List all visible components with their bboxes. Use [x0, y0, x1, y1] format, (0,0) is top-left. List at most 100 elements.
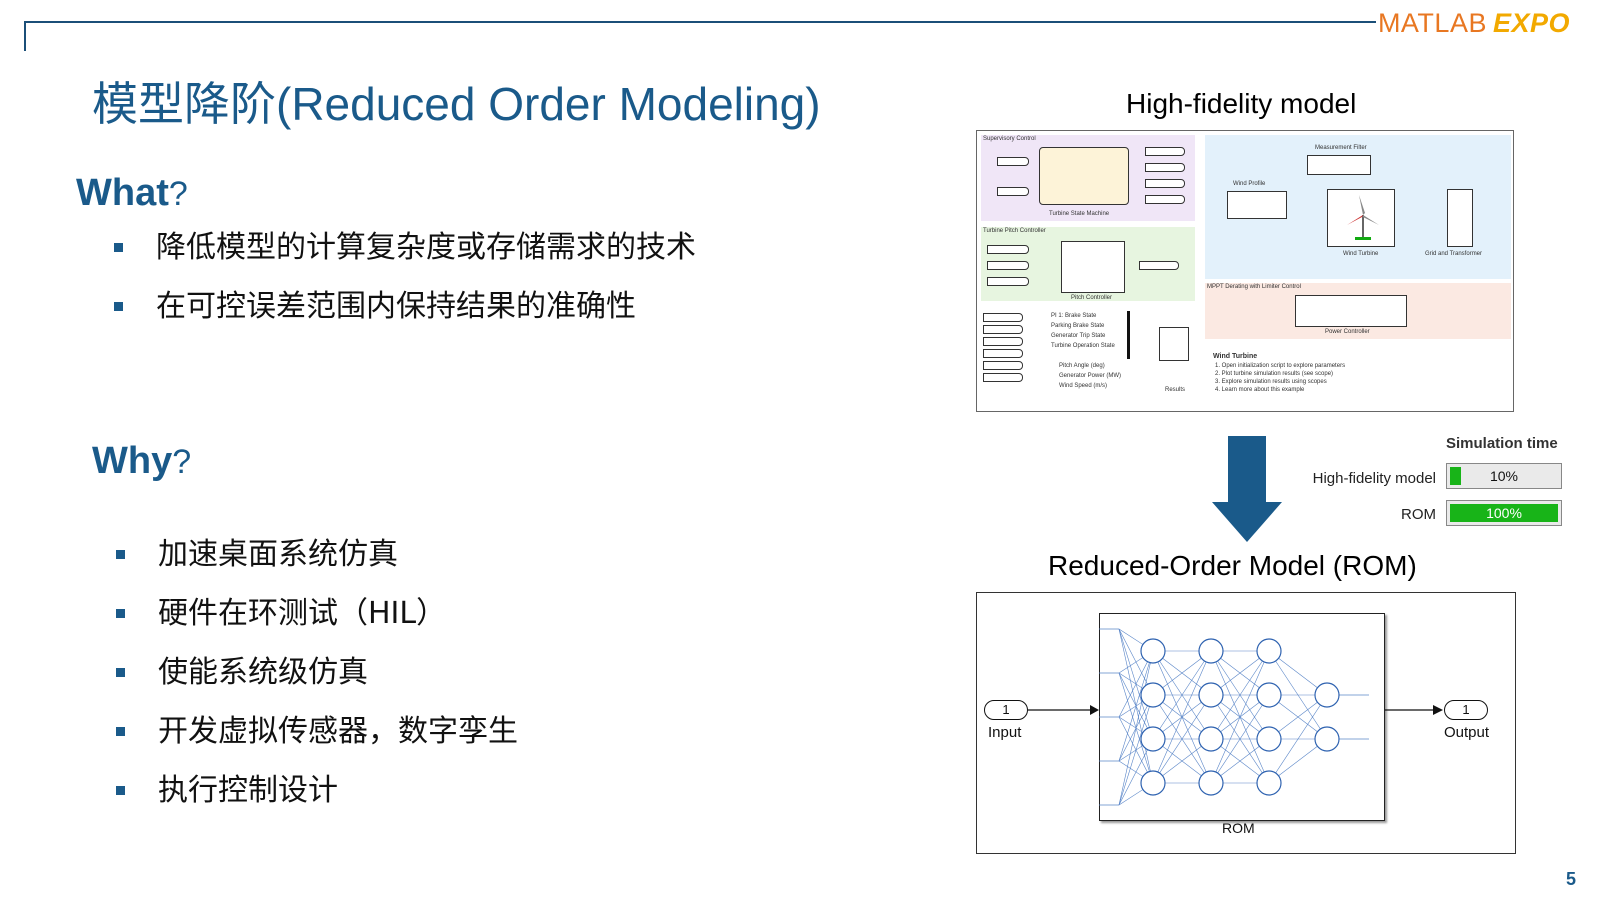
grid-block	[1447, 189, 1473, 247]
what-bullet-list: 降低模型的计算复杂度或存储需求的技术 在可控误差范围内保持结果的准确性	[114, 228, 696, 346]
nn-neuron	[1314, 726, 1340, 752]
input-signal-arrow	[1028, 705, 1099, 715]
bus-signal-label: Turbine Operation State	[1051, 343, 1115, 349]
signal-tag	[1145, 179, 1185, 188]
power-controller-block	[1295, 295, 1407, 327]
sim-progress-fill-rom	[1450, 504, 1558, 522]
bus-signal-label: Pitch Angle (deg)	[1059, 363, 1105, 369]
input-port-label: Input	[988, 724, 1022, 741]
grid-label: Grid and Transformer	[1425, 251, 1483, 257]
measurement-filter-label: Measurement Filter	[1315, 145, 1367, 151]
signal-tag	[1139, 261, 1179, 270]
signal-tag	[997, 187, 1029, 196]
results-scope-block	[1159, 327, 1189, 361]
power-controller-label: Power Controller	[1325, 329, 1370, 335]
why-bullet: 加速桌面系统仿真	[116, 535, 518, 594]
signal-tag	[997, 157, 1029, 166]
what-bullet: 在可控误差范围内保持结果的准确性	[114, 287, 696, 346]
output-port: 1	[1444, 700, 1488, 720]
nn-neuron	[1140, 682, 1166, 708]
output-signal-arrow	[1385, 705, 1443, 715]
nn-neuron	[1198, 726, 1224, 752]
nn-connection	[1118, 650, 1154, 762]
logo-expo: EXPO	[1492, 8, 1570, 38]
nn-neuron	[1140, 726, 1166, 752]
nn-neuron	[1140, 770, 1166, 796]
why-bullet: 开发虚拟传感器，数字孪生	[116, 712, 518, 771]
nn-neuron	[1198, 638, 1224, 664]
signal-tag	[987, 245, 1029, 254]
nn-neuron	[1256, 770, 1282, 796]
what-question-mark: ?	[168, 175, 188, 213]
pitch-controller-label: Pitch Controller	[1071, 295, 1113, 301]
bus-signal-label: Generator Power (MW)	[1059, 373, 1122, 379]
sim-progress-bar-hf: 10%	[1446, 463, 1562, 489]
why-bullet-list: 加速桌面系统仿真 硬件在环测试（HIL） 使能系统级仿真 开发虚拟传感器，数字孪…	[116, 535, 518, 830]
page-number: 5	[1565, 869, 1576, 889]
nn-connection	[1118, 650, 1154, 806]
sim-row-label-hf: High-fidelity model	[1312, 470, 1436, 487]
top-rule	[24, 21, 1376, 23]
pitch-controller-region-label: Turbine Pitch Controller	[983, 228, 1046, 234]
nn-connection	[1152, 694, 1212, 784]
notes-line: 2. Plot turbine simulation results (see …	[1215, 371, 1334, 377]
why-bullet: 执行控制设计	[116, 771, 518, 830]
signal-tag	[1145, 147, 1185, 156]
state-machine-label: Turbine State Machine	[1049, 211, 1110, 217]
turbine-icon	[1347, 195, 1379, 240]
bus-signal-label: PI 1: Brake State	[1051, 313, 1097, 319]
why-bullet: 使能系统级仿真	[116, 653, 518, 712]
nn-connection	[1118, 694, 1154, 806]
slide-title: 模型降阶(Reduced Order Modeling)	[92, 78, 821, 130]
wind-turbine-block-label: Wind Turbine	[1343, 251, 1379, 257]
why-bullet: 硬件在环测试（HIL）	[116, 594, 518, 653]
logo-matlab: MATLAB	[1377, 8, 1487, 38]
sim-progress-value-hf: 10%	[1489, 468, 1519, 484]
state-machine-block	[1039, 147, 1129, 205]
measurement-filter-block	[1307, 155, 1371, 175]
signal-tag	[987, 277, 1029, 286]
what-heading-text: What	[76, 172, 169, 214]
signal-tag	[983, 325, 1023, 334]
nn-connection	[1268, 694, 1328, 784]
wind-profile-block	[1227, 191, 1287, 219]
notes-line: 1. Open initialization script to explore…	[1215, 363, 1346, 369]
signal-tag	[983, 337, 1023, 346]
nn-neuron	[1140, 638, 1166, 664]
signal-tag	[983, 361, 1023, 370]
bus-signal-label: Parking Brake State	[1051, 323, 1105, 329]
supervisory-label: Supervisory Control	[983, 136, 1036, 142]
simulation-time-title: Simulation time	[1446, 435, 1558, 452]
signal-tag	[983, 313, 1023, 322]
results-label: Results	[1165, 387, 1186, 393]
signal-tag	[1145, 163, 1185, 172]
nn-neuron	[1256, 726, 1282, 752]
nn-neuron	[1198, 770, 1224, 796]
high-fidelity-caption: High-fidelity model	[1126, 88, 1357, 119]
pitch-controller-block	[1061, 241, 1125, 293]
bus-signal-label: Generator Trip State	[1051, 333, 1106, 339]
what-bullet: 降低模型的计算复杂度或存储需求的技术	[114, 228, 696, 287]
notes-line: 3. Explore simulation results using scop…	[1215, 379, 1327, 385]
signal-tag	[987, 261, 1029, 270]
bus-signal-label: Wind Speed (m/s)	[1059, 383, 1108, 389]
nn-neuron	[1256, 682, 1282, 708]
nn-connection	[1152, 650, 1212, 740]
nn-connection	[1210, 650, 1270, 740]
down-arrow-shaft	[1228, 436, 1266, 504]
nn-connection	[1210, 694, 1270, 784]
why-question-mark: ?	[172, 443, 192, 481]
notes-title: Wind Turbine	[1213, 353, 1258, 360]
sim-progress-bar-rom: 100%	[1446, 500, 1562, 526]
signal-tag	[983, 373, 1023, 382]
input-port: 1	[984, 700, 1028, 720]
left-rule	[24, 21, 26, 51]
rom-caption: Reduced-Order Model (ROM)	[1048, 550, 1417, 581]
output-port-label: Output	[1444, 724, 1490, 741]
nn-neuron	[1198, 682, 1224, 708]
rom-block-label: ROM	[1222, 820, 1255, 836]
mppt-label: MPPT Derating with Limiter Control	[1207, 284, 1301, 290]
signal-tag	[1145, 195, 1185, 204]
wind-profile-label: Wind Profile	[1233, 181, 1266, 187]
sim-progress-value-rom: 100%	[1486, 505, 1522, 521]
